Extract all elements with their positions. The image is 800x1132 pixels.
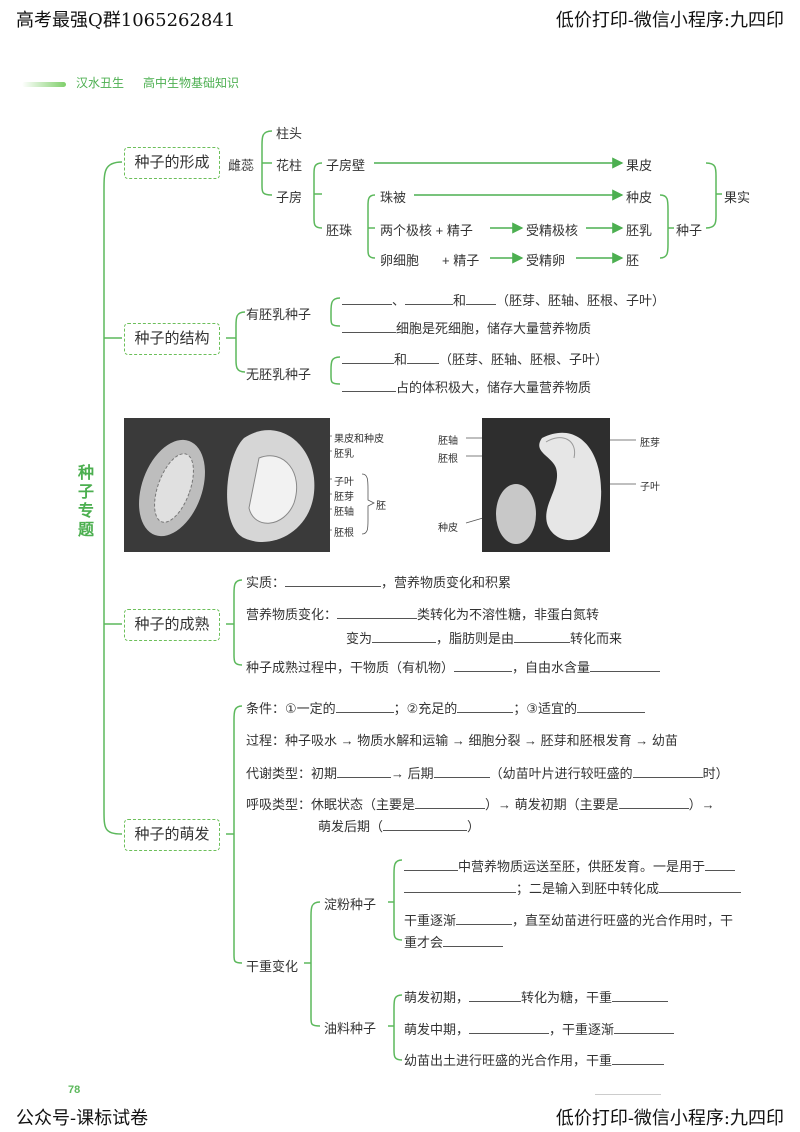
bean-seed-photo <box>482 418 610 552</box>
node-structure: 种子的结构 <box>124 323 220 355</box>
header-print-ad: 低价打印-微信小程序:九四印 <box>555 10 784 31</box>
seed: 种子 <box>676 223 703 238</box>
endo-line2: 细胞是死细胞，储存大量营养物质 <box>342 318 591 337</box>
brand-bar <box>22 82 66 87</box>
label-hypocotyl: 胚轴 <box>334 507 354 518</box>
starch-line3: 干重逐渐，直至幼苗进行旺盛的光合作用时，干 <box>404 913 734 928</box>
style: 花柱 <box>276 158 303 173</box>
starch-seed: 淀粉种子 <box>324 897 377 912</box>
label-bean-seedcoat: 种皮 <box>438 523 458 534</box>
label-plumule: 胚芽 <box>334 492 354 503</box>
label-embryo-group: 胚 <box>376 501 386 512</box>
brand-name: 汉水丑生 <box>76 76 125 90</box>
root-topic: 种子专题 <box>77 465 94 539</box>
corn-seed-photo <box>124 418 330 552</box>
non-endosperm-seed: 无胚乳种子 <box>246 367 312 382</box>
egg-cell: 卵细胞 <box>380 253 420 268</box>
starch-line1: 中营养物质运送至胚，供胚发育。一是用于 <box>404 856 736 875</box>
non-endo-line1: 和（胚芽、胚轴、胚根、子叶） <box>342 349 608 368</box>
pistil: 雌蕊 <box>228 158 255 173</box>
fertilized-polar: 受精极核 <box>526 223 579 238</box>
dry-weight-change: 干重变化 <box>246 959 299 974</box>
header-qq-group: 高考最强Q群1065262841 <box>16 10 236 31</box>
seed-coat: 种皮 <box>626 190 653 205</box>
polar-nuclei: 两个极核 + 精子 <box>380 223 473 238</box>
ovule: 胚珠 <box>326 223 353 238</box>
endo-line1: 、和（胚芽、胚轴、胚根、子叶） <box>342 290 665 309</box>
fruit: 果实 <box>724 190 751 205</box>
oil-line2: 萌发中期，，干重逐渐 <box>404 1019 675 1038</box>
maturation-essence: 实质：，营养物质变化和积累 <box>246 575 512 590</box>
label-bean-plumule: 胚芽 <box>640 438 660 449</box>
oil-line1: 萌发初期，转化为糖，干重 <box>404 987 669 1006</box>
label-endosperm: 胚乳 <box>334 449 354 460</box>
maturation-nutrient-change: 营养物质变化：类转化为不溶性糖，非蛋白氮转 <box>246 607 600 622</box>
starch-line4: 重才会 <box>404 932 504 951</box>
label-radicle: 胚根 <box>334 528 354 539</box>
footer-wechat-account: 公众号-课标试卷 <box>16 1108 149 1129</box>
germination-metabolism: 代谢类型：初期→ 后期（幼苗叶片进行较旺盛的时） <box>246 766 729 781</box>
stigma: 柱头 <box>276 126 303 141</box>
book-subtitle: 高中生物基础知识 <box>143 76 240 90</box>
label-bean-cotyledon: 子叶 <box>640 482 660 493</box>
label-pericarp-seedcoat: 果皮和种皮 <box>334 434 384 445</box>
label-bean-radicle: 胚根 <box>438 454 458 465</box>
germination-respiration-2: 萌发后期（） <box>318 819 481 834</box>
ovary-wall: 子房壁 <box>326 158 366 173</box>
starch-line2: ；二是输入到胚中转化成 <box>404 878 742 897</box>
pericarp: 果皮 <box>626 158 653 173</box>
integument: 珠被 <box>380 190 407 205</box>
oil-seed: 油料种子 <box>324 1021 377 1036</box>
label-bean-hypocotyl: 胚轴 <box>438 436 458 447</box>
footer-print-ad: 低价打印-微信小程序:九四印 <box>555 1108 784 1129</box>
page-number: 78 <box>68 1084 81 1096</box>
maturation-nutrient-change-2: 变为，脂肪则是由转化而来 <box>346 631 623 646</box>
germination-process: 过程：种子吸水 → 物质水解和运输 → 细胞分裂 → 胚芽和胚根发育 → 幼苗 <box>246 733 678 748</box>
embryo: 胚 <box>626 253 640 268</box>
ovary: 子房 <box>276 190 303 205</box>
germination-respiration: 呼吸类型：休眠状态（主要是）→ 萌发初期（主要是）→ <box>246 797 715 812</box>
germination-conditions: 条件：①一定的；②充足的；③适宜的 <box>246 698 645 717</box>
maturation-dry-matter: 种子成熟过程中，干物质（有机物），自由水含量 <box>246 657 661 676</box>
endosperm-seed: 有胚乳种子 <box>246 307 312 322</box>
plus-sperm: + 精子 <box>442 253 480 268</box>
node-germination: 种子的萌发 <box>124 819 220 851</box>
zygote: 受精卵 <box>526 253 566 268</box>
label-cotyledon: 子叶 <box>334 477 354 488</box>
non-endo-line2: 占的体积极大，储存大量营养物质 <box>342 377 591 396</box>
node-formation: 种子的形成 <box>124 147 220 179</box>
footer-divider <box>595 1094 661 1095</box>
oil-line3: 幼苗出土进行旺盛的光合作用，干重 <box>404 1050 665 1069</box>
node-maturation: 种子的成熟 <box>124 609 220 641</box>
endosperm: 胚乳 <box>626 223 653 238</box>
